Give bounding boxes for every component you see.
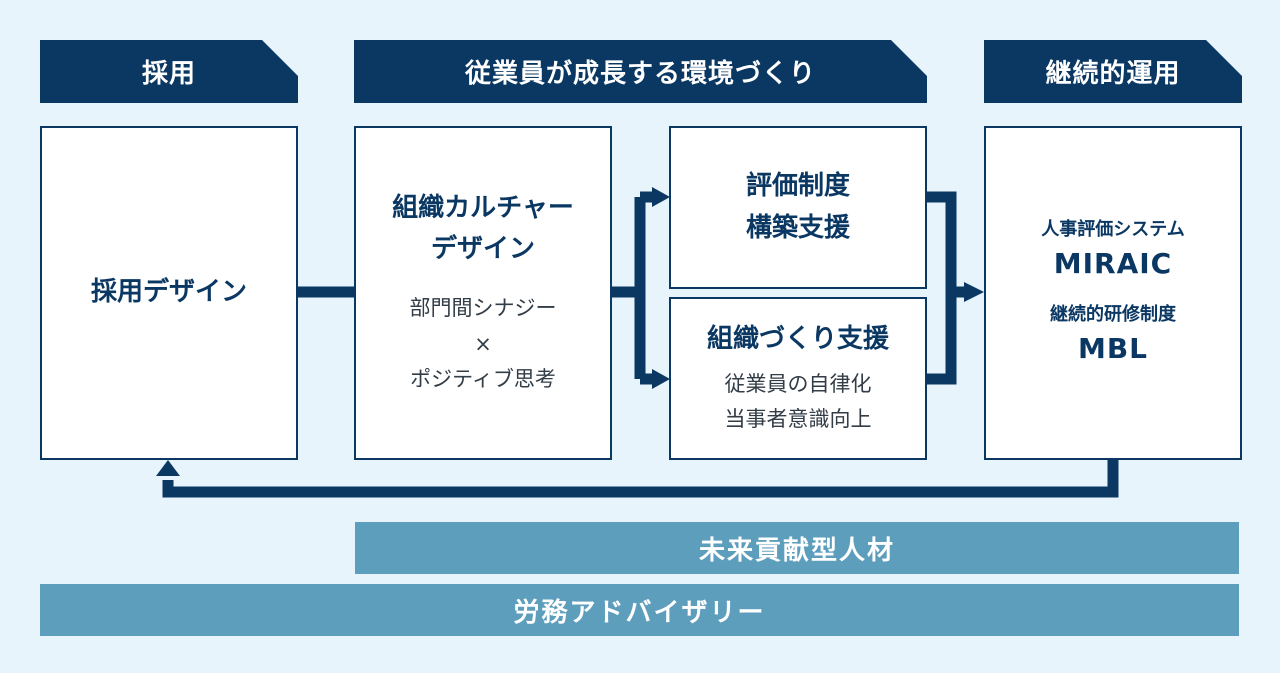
culture-design-sub-3: ポジティブ思考: [410, 367, 556, 392]
org-building-sub-1: 従業員の自律化: [724, 371, 872, 396]
arrowhead-recruit: [156, 460, 180, 476]
systems-name-1: MIRAIC: [1053, 247, 1173, 280]
band-labor-advisory-label: 労務アドバイザリー: [513, 597, 766, 628]
connector-merge: [926, 191, 957, 385]
evaluation-title-2: 構築支援: [745, 212, 850, 243]
arrowhead-systems: [964, 282, 984, 302]
box-culture-design: 組織カルチャー デザイン 部門間シナジー × ポジティブ思考: [354, 126, 612, 460]
band-future-talent-label: 未来貢献型人材: [698, 535, 895, 566]
box-evaluation: 評価制度 構築支援: [669, 126, 927, 289]
band-labor-advisory: 労務アドバイザリー: [40, 584, 1239, 636]
arrowhead-evaluation: [652, 187, 670, 207]
header-operation: 継続的運用: [984, 40, 1242, 103]
header-recruit: 採用: [40, 40, 298, 103]
org-building-title: 組織づくり支援: [706, 324, 889, 355]
systems-name-2: MBL: [1077, 332, 1149, 365]
header-environment: 従業員が成長する環境づくり: [354, 40, 927, 103]
header-recruit-label: 採用: [141, 59, 196, 89]
arrowhead-org: [652, 369, 670, 389]
evaluation-title-1: 評価制度: [745, 170, 850, 201]
culture-design-sub-2: ×: [474, 331, 492, 356]
header-operation-label: 継続的運用: [1045, 59, 1181, 89]
culture-design-title-2: デザイン: [430, 234, 535, 265]
connector-feedback-loop: [162, 459, 1119, 498]
org-building-sub-2: 当事者意識向上: [724, 407, 872, 432]
culture-design-sub-1: 部門間シナジー: [409, 296, 557, 321]
systems-label-2: 継続的研修制度: [1050, 304, 1176, 325]
box-recruit-design: 採用デザイン: [40, 126, 298, 460]
box-org-building: 組織づくり支援 従業員の自律化 当事者意識向上: [669, 297, 927, 460]
header-environment-label: 従業員が成長する環境づくり: [464, 59, 816, 89]
band-future-talent: 未来貢献型人材: [355, 522, 1239, 574]
culture-design-title-1: 組織カルチャー: [392, 192, 574, 223]
recruit-design-title: 採用デザイン: [90, 277, 247, 308]
systems-label-1: 人事評価システム: [1041, 219, 1185, 240]
box-systems: 人事評価システム MIRAIC 継続的研修制度 MBL: [984, 126, 1242, 460]
